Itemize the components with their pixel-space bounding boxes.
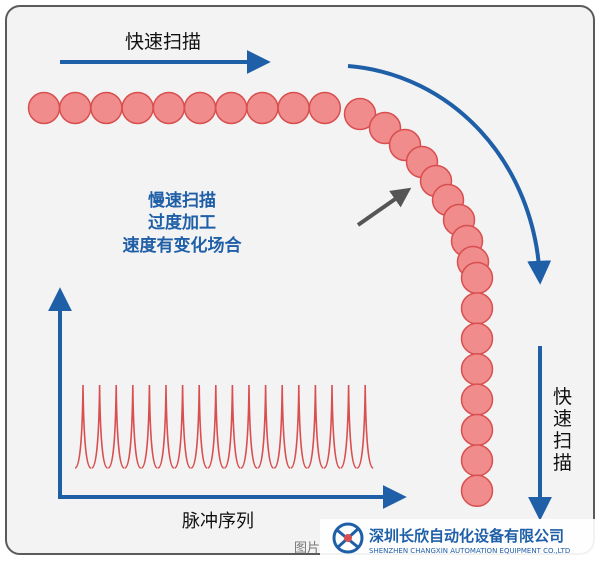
scan-dot	[460, 413, 494, 447]
pulse-spike	[340, 384, 358, 469]
fast-scan-top-label: 快速扫描	[125, 31, 201, 53]
pulse-spike	[207, 384, 225, 469]
watermark-company-cn: 深圳长欣自动化设备有限公司	[369, 527, 564, 545]
pulse-spike	[223, 384, 241, 469]
pulse-spike	[91, 384, 109, 469]
pulse-spike	[74, 384, 92, 469]
scan-dot	[460, 322, 494, 356]
side-char: 描	[553, 452, 572, 474]
pulse-spike	[124, 384, 142, 469]
pulse-spike	[174, 384, 192, 469]
pulse-spike	[323, 384, 341, 469]
watermark-caption: 图片	[294, 541, 320, 556]
corner-note-line-1: 慢速扫描	[148, 190, 216, 211]
scan-dot	[460, 383, 494, 416]
scan-dot	[460, 474, 494, 508]
scan-dot	[460, 261, 494, 295]
scan-dot	[460, 292, 494, 325]
fast-scan-side-label: 快 速 扫 描	[553, 386, 572, 474]
watermark: 图片 深圳长欣自动化设备有限公司 SHENZHEN CHANGXIN AUTOM…	[294, 519, 596, 559]
side-char: 扫	[553, 430, 572, 452]
scan-dot	[121, 91, 154, 125]
pulse-spike	[140, 384, 158, 469]
scan-dot	[214, 91, 248, 125]
corner-curve-arrow	[347, 64, 552, 285]
scan-dot	[58, 91, 92, 125]
scan-dot	[460, 444, 494, 477]
scan-dot	[277, 91, 310, 125]
side-char: 速	[553, 408, 572, 430]
scan-dot	[90, 91, 123, 125]
pulse-spike	[107, 384, 125, 469]
corner-note-line-3: 速度有变化场合	[123, 235, 243, 256]
corner-note-line-2: 过度加工	[148, 212, 216, 233]
pulse-train	[74, 384, 374, 469]
scan-dot	[308, 91, 342, 125]
pulse-spike	[257, 384, 275, 469]
changxin-logo-icon	[332, 522, 364, 554]
watermark-band	[320, 519, 596, 559]
pulse-spike	[290, 384, 308, 469]
pulse-sequence-label: 脉冲序列	[182, 511, 254, 532]
corner-pointer-arrow	[356, 187, 412, 227]
pulse-spike	[240, 384, 258, 469]
pulse-spike	[356, 384, 374, 469]
side-char: 快	[553, 386, 572, 408]
pulse-spike	[190, 384, 208, 469]
scan-dot	[343, 97, 377, 131]
diagram-panel	[5, 5, 595, 555]
scan-dots-path	[27, 91, 494, 508]
pulse-spike	[273, 384, 291, 469]
scan-dot	[460, 352, 494, 386]
scan-dot	[27, 91, 61, 125]
pulse-spike	[157, 384, 175, 469]
scan-dot	[152, 91, 186, 125]
scan-dot	[246, 91, 279, 125]
pulse-spike	[306, 384, 324, 469]
watermark-company-en: SHENZHEN CHANGXIN AUTOMATION EQUIPMENT C…	[369, 547, 570, 555]
scan-dot	[183, 91, 217, 125]
